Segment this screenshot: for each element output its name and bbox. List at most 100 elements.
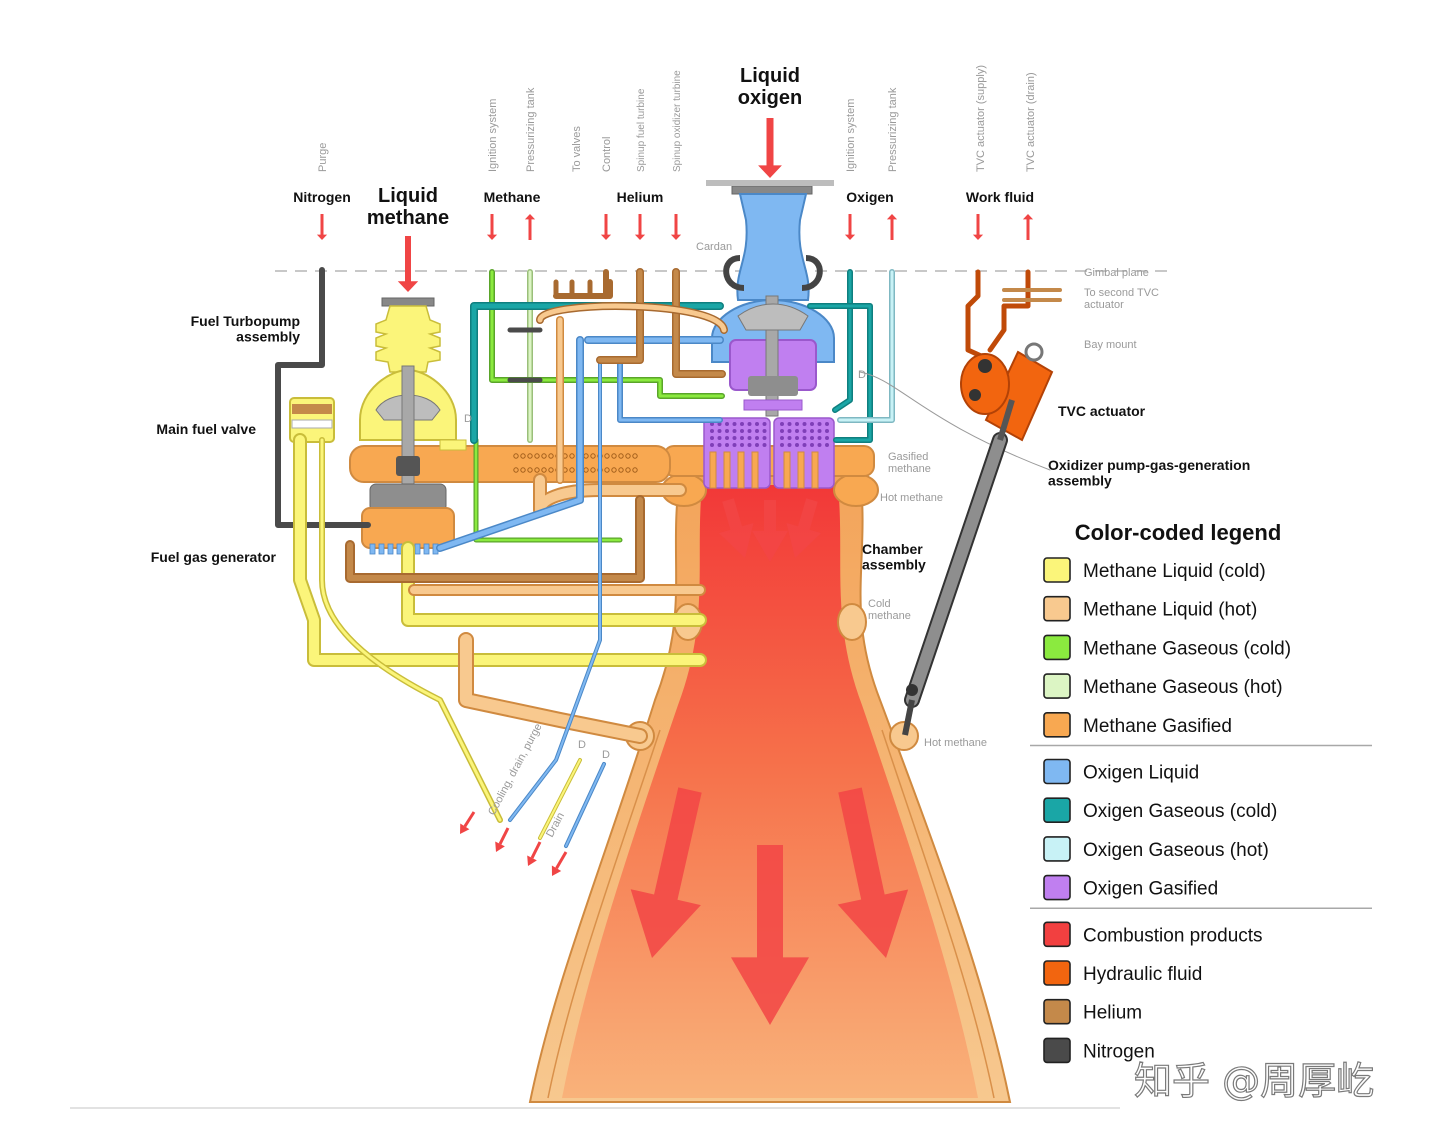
legend-item: Methane Gaseous (cold): [1043, 634, 1291, 661]
hot-methane-label-1: Hot methane: [880, 492, 943, 504]
watermark: 知乎 @周厚屹: [1134, 1059, 1374, 1103]
legend-label: Combustion products: [1083, 925, 1263, 946]
legend-item: Nitrogen: [1043, 1037, 1155, 1064]
bay-mount-label: Bay mount: [1084, 339, 1137, 351]
legend-label: Oxigen Gaseous (cold): [1083, 801, 1277, 822]
drain-arrow-4: [551, 851, 568, 876]
liquid-oxygen-inlet-arrow: [758, 118, 782, 178]
helium-in-arrow-2: [634, 214, 646, 240]
legend-item: Methane Gasified: [1043, 711, 1232, 738]
legend-item: Methane Gaseous (hot): [1043, 673, 1283, 699]
fuel-turbopump: [359, 297, 467, 555]
legend-item: Methane Liquid (cold): [1043, 557, 1266, 583]
gimbal-plane-label: Gimbal plane: [1084, 267, 1149, 279]
vlabel-spinup-oxidizer: Spinup oxidizer turbine: [672, 70, 683, 172]
drain-arrow-1: [460, 811, 476, 834]
legend-swatch: [1043, 998, 1071, 1025]
helium-in-arrow-3: [670, 214, 682, 240]
vlabel-purge: Purge: [317, 143, 329, 172]
legend-swatch: [1043, 874, 1071, 901]
vlabel-pressurizing-methane: Pressurizing tank: [525, 87, 537, 172]
gasified-methane-manifold: [349, 445, 671, 483]
exhaust-arrow-small-1: [718, 498, 754, 558]
legend-swatch: [1043, 711, 1071, 738]
oxigen-out-arrow: [886, 214, 898, 240]
exhaust-arrow-small-2: [752, 500, 788, 562]
injector-head: [663, 417, 875, 489]
legend-swatch: [1043, 1037, 1071, 1064]
oxigen-label: Oxigen: [846, 189, 893, 205]
legend-title: Color-coded legend: [1075, 520, 1282, 545]
methane-label: Methane: [484, 189, 541, 205]
helium-label: Helium: [617, 189, 664, 205]
tvc-actuator-label: TVC actuator: [1058, 403, 1146, 419]
legend-label: Methane Gaseous (cold): [1083, 638, 1291, 659]
vlabel-to-valves: To valves: [571, 126, 583, 172]
vlabel-ignition-methane: Ignition system: [487, 99, 499, 172]
legend-swatch: [1043, 960, 1071, 986]
oxigen-in-arrow: [844, 214, 856, 240]
piping: [275, 267, 1062, 848]
d-marker-1: D: [464, 413, 472, 425]
legend-item: Combustion products: [1043, 921, 1263, 948]
tvc-actuator: [902, 342, 1054, 736]
exhaust-arrow-large-3: [837, 787, 909, 958]
vlabel-control: Control: [601, 137, 613, 172]
hot-methane-label-2: Hot methane: [924, 737, 987, 749]
legend-swatch: [1043, 921, 1071, 948]
vlabel-ignition-oxigen: Ignition system: [845, 99, 857, 172]
vlabel-spinup-fuel: Spinup fuel turbine: [636, 88, 647, 172]
oxidizer-pump: [706, 180, 835, 417]
nitrogen-in-arrow: [316, 214, 328, 240]
exhaust-arrow-small-3: [786, 498, 822, 558]
vlabel-tvc-drain: TVC actuator (drain): [1025, 72, 1037, 172]
vlabel-cooling-drain-purge: Cooling, drain, purge: [486, 722, 545, 818]
vlabel-tvc-supply: TVC actuator (supply): [975, 65, 987, 172]
d-marker-3: D: [578, 739, 586, 751]
fuel-gas-generator-label: Fuel gas generator: [151, 549, 277, 565]
liquid-methane-inlet-arrow: [397, 236, 419, 292]
legend-item: Methane Liquid (hot): [1043, 595, 1257, 622]
legend-item: Oxigen Liquid: [1043, 758, 1199, 785]
work-fluid-supply-arrow: [972, 214, 984, 240]
legend-label: Methane Liquid (cold): [1083, 561, 1266, 582]
legend-swatch: [1043, 634, 1071, 661]
cardan-label: Cardan: [696, 241, 732, 253]
legend-swatch: [1043, 758, 1071, 785]
exhaust-arrow-large-2: [731, 845, 809, 1025]
legend-item: Oxigen Gaseous (hot): [1043, 836, 1269, 862]
work-fluid-drain-arrow: [1022, 214, 1034, 240]
exhaust-arrows: [630, 498, 909, 1025]
drain-arrow-2: [495, 827, 510, 852]
legend-item: Hydraulic fluid: [1043, 960, 1202, 986]
legend-swatch: [1043, 836, 1071, 862]
legend-label: Methane Liquid (hot): [1083, 600, 1257, 621]
legend-label: Methane Gasified: [1083, 716, 1232, 737]
legend-label: Nitrogen: [1083, 1041, 1155, 1062]
legend-label: Oxigen Gaseous (hot): [1083, 840, 1269, 861]
drain-arrow-3: [527, 841, 542, 866]
methane-out-arrow: [524, 214, 536, 240]
work-fluid-label: Work fluid: [966, 189, 1034, 205]
legend-label: Hydraulic fluid: [1083, 964, 1202, 985]
legend-swatch: [1043, 797, 1071, 824]
legend-item: Helium: [1043, 998, 1142, 1025]
exhaust-arrow-large-1: [630, 787, 702, 958]
legend-label: Oxigen Gasified: [1083, 879, 1218, 900]
main-fuel-valve: [289, 397, 335, 443]
legend-label: Oxigen Liquid: [1083, 763, 1199, 784]
vlabel-pressurizing-oxigen: Pressurizing tank: [887, 87, 899, 172]
legend-swatch: [1043, 557, 1071, 583]
legend-item: Oxigen Gaseous (cold): [1043, 797, 1277, 824]
legend-label: Methane Gaseous (hot): [1083, 677, 1283, 698]
legend-swatch: [1043, 673, 1071, 699]
